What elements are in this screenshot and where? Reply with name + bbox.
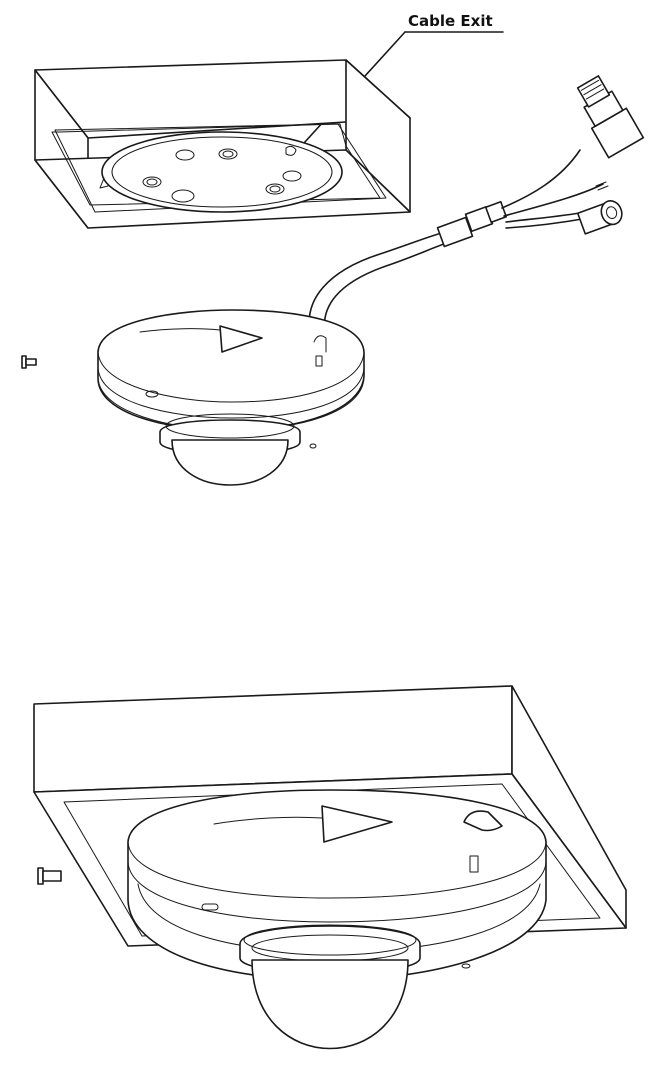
screw-fig2 (38, 868, 61, 884)
cable-exit-label: Cable Exit (408, 12, 493, 30)
mounting-plate (100, 132, 342, 212)
figure-cable-routing: Cable Exit (22, 12, 643, 485)
figure-mounted (34, 686, 626, 1049)
dome-fig2 (240, 925, 420, 1049)
screw-fig1 (22, 356, 36, 368)
dome-fig1 (160, 414, 300, 485)
